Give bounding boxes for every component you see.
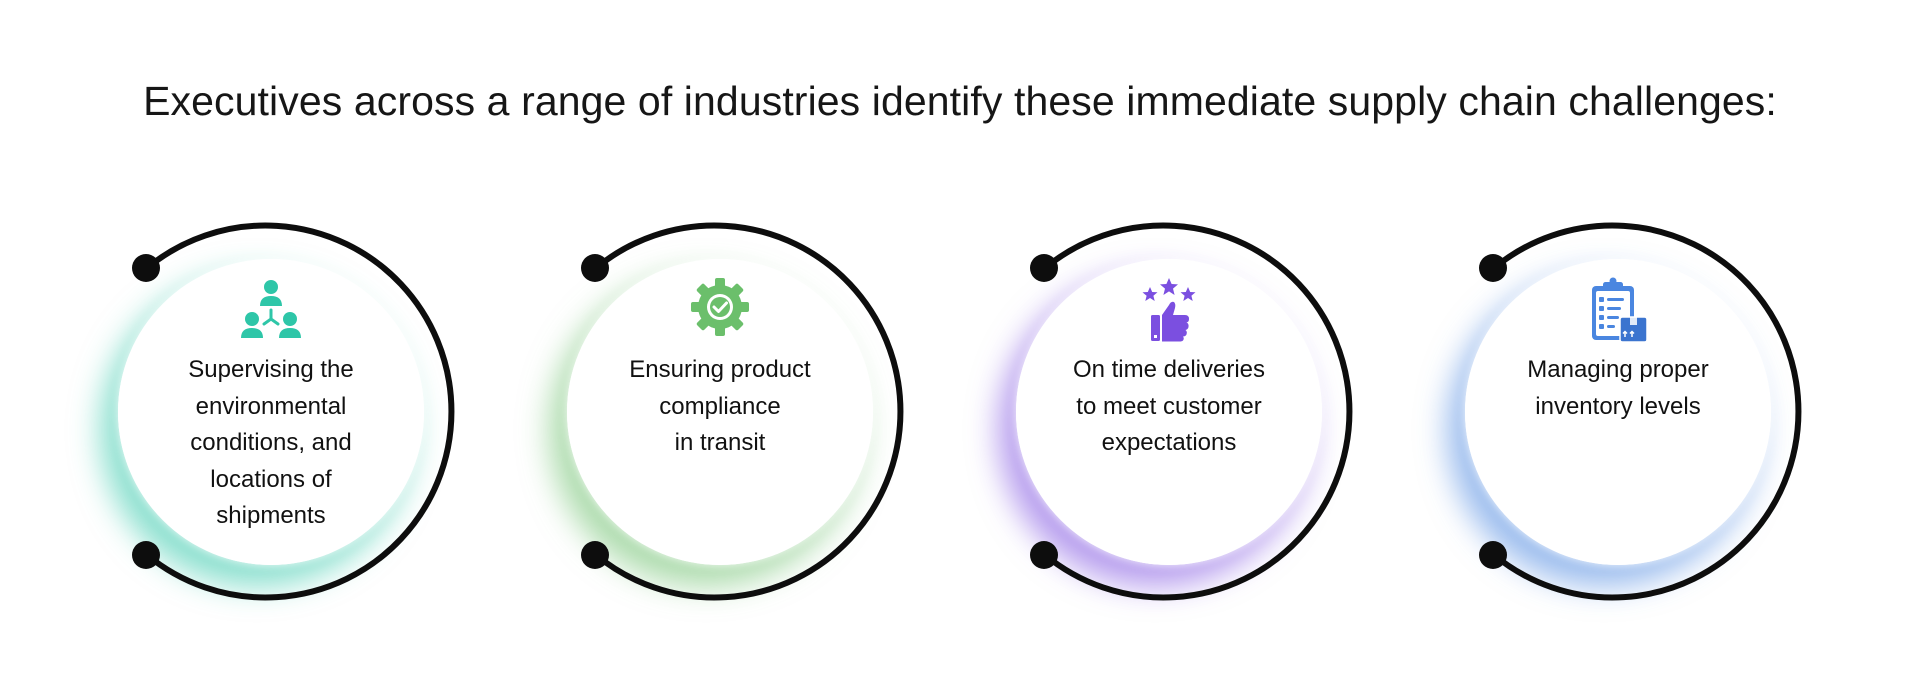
ring-decoration xyxy=(1479,222,1802,601)
ring-decoration xyxy=(1030,222,1353,601)
challenge-text: Supervising the environmental conditions… xyxy=(188,356,354,529)
challenge-card-environment: Supervising the environmental conditions… xyxy=(88,211,468,611)
gear-check-icon xyxy=(690,277,750,343)
page-title: Executives across a range of industries … xyxy=(143,78,1777,124)
challenge-text: On time deliveries to meet customer expe… xyxy=(1072,356,1266,456)
ring-decoration xyxy=(132,222,455,601)
challenge-text: Ensuring product compliance in transit xyxy=(629,356,811,456)
challenge-card-compliance: Ensuring product compliance in transit xyxy=(537,211,917,611)
clipboard-inventory-icon xyxy=(1588,277,1648,343)
ring-decoration xyxy=(581,222,904,601)
thumbs-up-stars-icon xyxy=(1139,277,1199,343)
challenge-card-inventory: Managing proper inventory levels xyxy=(1435,211,1815,611)
challenge-text: Managing proper inventory levels xyxy=(1527,356,1709,420)
team-network-icon xyxy=(241,277,301,343)
challenge-card-deliveries: On time deliveries to meet customer expe… xyxy=(986,211,1366,611)
